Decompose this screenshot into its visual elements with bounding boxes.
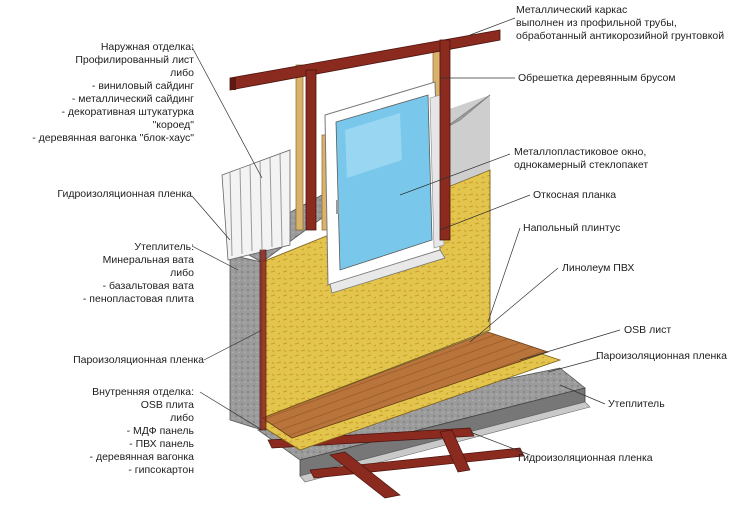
label-insulation-floor: Утеплитель [608, 398, 665, 410]
metal-frame [229, 29, 501, 431]
label-metal-frame: Металлический каркас выполнен из профиль… [516, 4, 725, 42]
label-inner-finish: Внутренняя отделка: OSB плита либо - МДФ… [89, 386, 194, 476]
label-battens: Обрешетка деревянным брусом [518, 72, 676, 84]
floor-steel-joists [267, 427, 525, 499]
label-linoleum: Линолеум ПВХ [562, 262, 635, 274]
label-outer-finish: Наружная отделка: Профилированный лист л… [32, 41, 194, 144]
label-skirting: Напольный плинтус [523, 222, 621, 234]
wall-insulation-edge [229, 254, 263, 431]
window [324, 81, 446, 294]
label-waterproof-wall: Гидроизоляционная пленка [57, 188, 192, 200]
label-vapor-wall: Пароизоляционная пленка [73, 354, 204, 366]
outer-siding [221, 149, 291, 261]
label-osb-floor: OSB лист [624, 324, 672, 336]
label-vapor-floor: Пароизоляционная пленка [596, 350, 727, 362]
label-waterproof-floor: Гидроизоляционная пленка [518, 452, 653, 464]
label-slope-strip: Откосная планка [533, 189, 617, 201]
label-insulation: Утеплитель: Минеральная вата либо - база… [82, 241, 194, 305]
leader-lines [191, 17, 621, 456]
label-window: Металлопластиковое окно, однокамерный ст… [514, 146, 649, 171]
